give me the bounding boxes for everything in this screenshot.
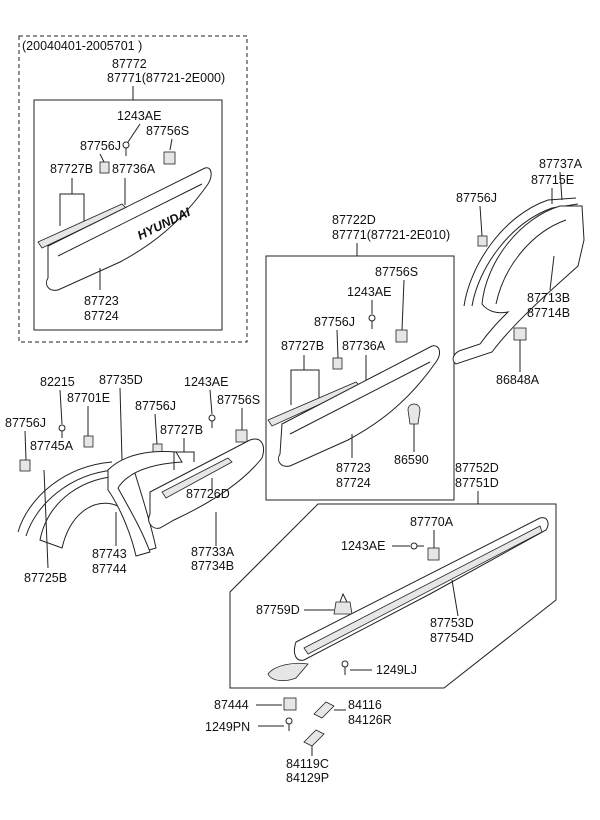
label-87756s-c: 87756S xyxy=(217,393,260,407)
molding-assembly-frame-a xyxy=(33,99,223,331)
cap-icon xyxy=(283,697,297,711)
label-87771-2e000: 87771(87721-2E000) xyxy=(107,71,225,85)
label-84119c: 84119C xyxy=(286,757,329,771)
molding-assembly-frame-b xyxy=(265,255,455,501)
label-87751d: 87751D xyxy=(455,476,499,490)
front-door-molding-strip xyxy=(161,457,233,499)
clip-icon xyxy=(83,435,94,448)
label-84129p: 84129P xyxy=(286,771,329,785)
wheel-guard-trim xyxy=(463,197,577,307)
label-87745a: 87745A xyxy=(30,439,74,453)
pad-icon xyxy=(313,701,335,719)
screw-icon xyxy=(410,542,424,550)
label-87743: 87743 xyxy=(92,547,127,561)
label-87727b-b: 87727B xyxy=(281,339,324,353)
label-87756j-a: 87756J xyxy=(80,139,121,153)
screw-icon xyxy=(341,660,349,675)
door-molding-panel-b xyxy=(277,345,440,467)
label-87770a: 87770A xyxy=(410,515,454,529)
screw-icon xyxy=(368,314,376,329)
label-87725b: 87725B xyxy=(24,571,67,585)
clip-icon xyxy=(395,329,408,343)
label-87724-b: 87724 xyxy=(336,476,371,490)
label-87736a-a: 87736A xyxy=(112,162,156,176)
label-87735d: 87735D xyxy=(99,373,143,387)
label-84126r: 84126R xyxy=(348,713,392,727)
label-87756j-e: 87756J xyxy=(5,416,46,430)
clip-icon xyxy=(332,357,343,370)
label-87727b-c: 87727B xyxy=(160,423,203,437)
date-range-label: (20040401-2005701 ) xyxy=(22,39,142,53)
screw-icon xyxy=(208,414,216,428)
screw-icon xyxy=(285,717,293,731)
nut-icon xyxy=(513,327,527,341)
clip-icon xyxy=(99,161,110,174)
label-84116: 84116 xyxy=(348,698,382,712)
label-87754d: 87754D xyxy=(430,631,474,645)
bracket-icon xyxy=(333,592,353,615)
label-86848a: 86848A xyxy=(496,373,540,387)
rear-wheel-guard xyxy=(452,205,585,365)
label-87756j-c: 87756J xyxy=(456,191,497,205)
label-1243ae-a: 1243AE xyxy=(117,109,161,123)
label-87752d: 87752D xyxy=(455,461,499,475)
label-87756j-b: 87756J xyxy=(314,315,355,329)
front-fender-trim-strip xyxy=(17,461,113,533)
label-1243ae-b: 1243AE xyxy=(347,285,391,299)
label-87714b: 87714B xyxy=(527,306,570,320)
label-87771-2e010: 87771(87721-2E010) xyxy=(332,228,450,242)
label-87756s-b: 87756S xyxy=(375,265,418,279)
label-1249pn: 1249PN xyxy=(205,720,250,734)
label-1243ae-c: 1243AE xyxy=(184,375,228,389)
label-87723-a: 87723 xyxy=(84,294,119,308)
grommet-icon xyxy=(407,403,421,425)
label-87744: 87744 xyxy=(92,562,127,576)
label-82215: 82215 xyxy=(40,375,75,389)
dated-variant-dashed-frame xyxy=(18,35,248,343)
clip-icon xyxy=(477,235,488,247)
label-87736a-b: 87736A xyxy=(342,339,386,353)
front-wheel-arch-molding xyxy=(107,451,183,557)
pad-icon xyxy=(303,729,325,747)
clip-icon xyxy=(19,459,31,472)
label-87701e: 87701E xyxy=(67,391,110,405)
label-87726d: 87726D xyxy=(186,487,230,501)
label-87756j-d: 87756J xyxy=(135,399,176,413)
screw-icon xyxy=(122,141,130,156)
front-fender-liner xyxy=(39,469,157,553)
door-molding-panel-a xyxy=(45,167,212,291)
label-87737a: 87737A xyxy=(539,157,583,171)
label-1249lj: 1249LJ xyxy=(376,663,417,677)
label-87723-b: 87723 xyxy=(336,461,371,475)
clip-icon xyxy=(163,151,176,165)
label-87734b: 87734B xyxy=(191,559,234,573)
sill-molding-assembly-frame xyxy=(229,503,557,689)
label-87733a: 87733A xyxy=(191,545,235,559)
label-87724-a: 87724 xyxy=(84,309,119,323)
label-87756s-a: 87756S xyxy=(146,124,189,138)
label-87713b: 87713B xyxy=(527,291,570,305)
sill-end-cap xyxy=(267,662,309,682)
label-87722d: 87722D xyxy=(332,213,376,227)
label-1243ae-d: 1243AE xyxy=(341,539,385,553)
label-87772: 87772 xyxy=(112,57,147,71)
label-87444: 87444 xyxy=(214,698,249,712)
screw-icon xyxy=(58,424,66,438)
label-87753d: 87753D xyxy=(430,616,474,630)
label-86590: 86590 xyxy=(394,453,429,467)
label-87727b-a: 87727B xyxy=(50,162,93,176)
clip-icon xyxy=(427,547,440,561)
clip-icon xyxy=(235,429,248,443)
front-door-lower-molding xyxy=(148,438,264,529)
label-87759d: 87759D xyxy=(256,603,300,617)
label-87715e: 87715E xyxy=(531,173,574,187)
